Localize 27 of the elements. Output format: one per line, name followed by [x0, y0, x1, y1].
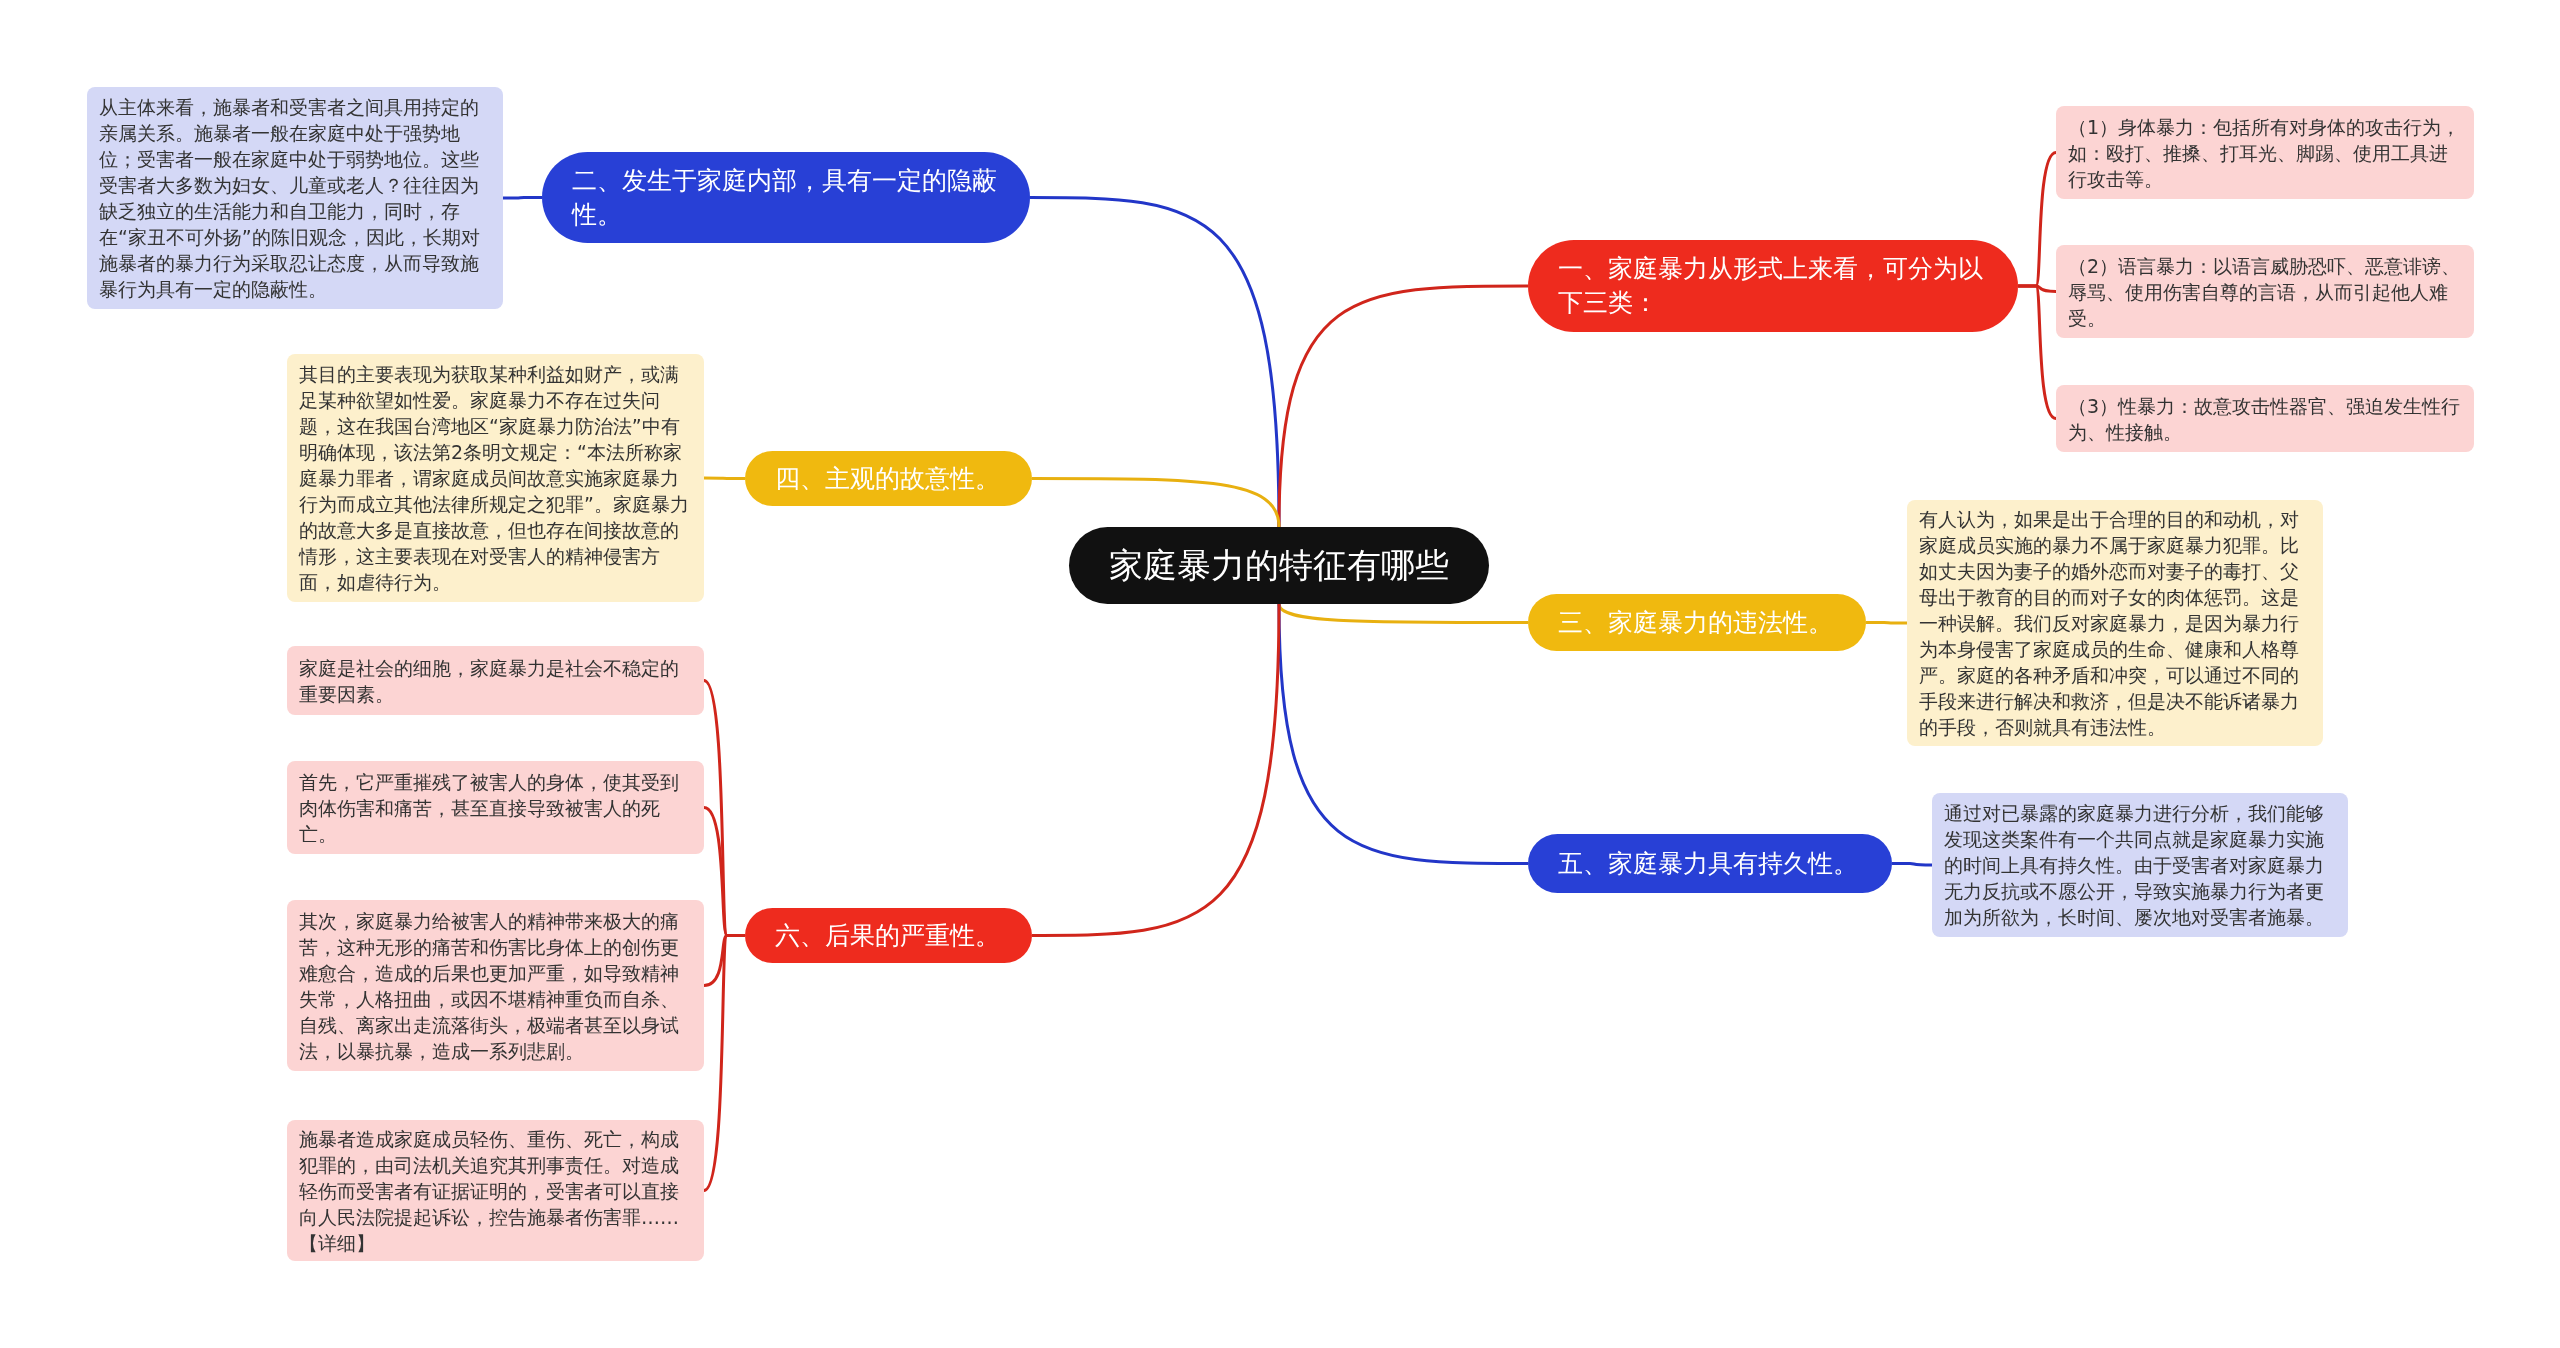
note-box: （1）身体暴力：包括所有对身体的攻击行为，如：殴打、推搡、打耳光、脚踢、使用工具进行攻击等。: [2056, 106, 2474, 199]
note-box: （3）性暴力：故意攻击性器官、强迫发生性行为、性接触。: [2056, 385, 2474, 452]
topic-box: 二、发生于家庭内部，具有一定的隐蔽性。: [542, 152, 1030, 243]
note-box: 其目的主要表现为获取某种利益如财产，或满足某种欲望如性爱。家庭暴力不存在过失问题，这在我国台湾地区“家庭暴力防治法”中有明确体现，该法第2条明文规定：“本法所称家庭暴力罪者，谓家庭成员间故意实施家庭暴力行为而成立其他法律所规定之犯罪”。家庭暴力的故意大多是直接故意，但也存在间接故意的情形，这主要表现在对受害人的精神侵害方面，如虐待行为。: [287, 354, 704, 602]
topic-box: 五、家庭暴力具有持久性。: [1528, 834, 1892, 893]
note-box: 其次，家庭暴力给被害人的精神带来极大的痛苦，这种无形的痛苦和伤害比身体上的创伤更难愈合，造成的后果也更加严重，如导致精神失常，人格扭曲，或因不堪精神重负而自杀、自残、离家出走流落街头，极端者甚至以身试法，以暴抗暴，造成一系列悲剧。: [287, 900, 704, 1071]
connector-line: [1866, 621, 1907, 625]
central-topic: 家庭暴力的特征有哪些: [1069, 527, 1489, 604]
note-box: 通过对已暴露的家庭暴力进行分析，我们能够发现这类案件有一个共同点就是家庭暴力实施的时间上具有持久性。由于受害者对家庭暴力无力反抗或不愿公开，导致实施暴力行为者更加为所欲为，长时间、屡次地对受害者施暴。: [1932, 793, 2348, 937]
connector-line: [702, 934, 745, 1192]
note-box: 首先，它严重摧残了被害人的身体，使其受到肉体伤害和痛苦，甚至直接导致被害人的死亡。: [287, 761, 704, 854]
note-box: 施暴者造成家庭成员轻伤、重伤、死亡，构成犯罪的，由司法机关追究其刑事责任。对造成轻伤而受害者有证据证明的，受害者可以直接向人民法院提起诉讼，控告施暴者伤害罪……【详细】: [287, 1120, 704, 1261]
topic-box: 六、后果的严重性。: [745, 908, 1032, 963]
connector-line: [1892, 862, 1932, 867]
topic-box: 三、家庭暴力的违法性。: [1528, 594, 1866, 651]
connector-line: [503, 196, 542, 200]
note-box: 有人认为，如果是出于合理的目的和动机，对家庭成员实施的暴力不属于家庭暴力犯罪。比如丈夫因为妻子的婚外恋而对妻子的毒打、父母出于教育的目的而对子女的肉体惩罚。这是一种误解。我们反对家庭暴力，是因为暴力行为本身侵害了家庭成员的生命、健康和人格尊严。家庭的各种矛盾和冲突，可以通过不同的手段来进行解决和救济，但是决不能诉诸暴力的手段，否则就具有违法性。: [1907, 500, 2323, 746]
connector-line: [1032, 603, 1281, 937]
note-box: 从主体来看，施暴者和受害者之间具用持定的亲属关系。施暴者一般在家庭中处于强势地位；受害者一般在家庭中处于弱势地位。这些受害者大多数为妇女、儿童或老人？往往因为缺乏独立的生活能力和自卫能力，同时，存在“家丑不可外扬”的陈旧观念，因此，长期对施暴者的暴力行为采取忍让态度，从而导致施暴行为具有一定的隐蔽性。: [87, 87, 503, 309]
topic-box: 四、主观的故意性。: [745, 451, 1032, 506]
connector-line: [1277, 603, 1528, 865]
note-box: 家庭是社会的细胞，家庭暴力是社会不稳定的重要因素。: [287, 646, 704, 715]
note-box: （2）语言暴力：以语言威胁恐吓、恶意诽谤、辱骂、使用伤害自尊的言语，从而引起他人难受。: [2056, 245, 2474, 338]
connector-line: [704, 476, 745, 480]
topic-box: 一、家庭暴力从形式上来看，可分为以下三类：: [1528, 240, 2018, 332]
connector-line: [2018, 284, 2057, 420]
connector-line: [1032, 477, 1281, 528]
